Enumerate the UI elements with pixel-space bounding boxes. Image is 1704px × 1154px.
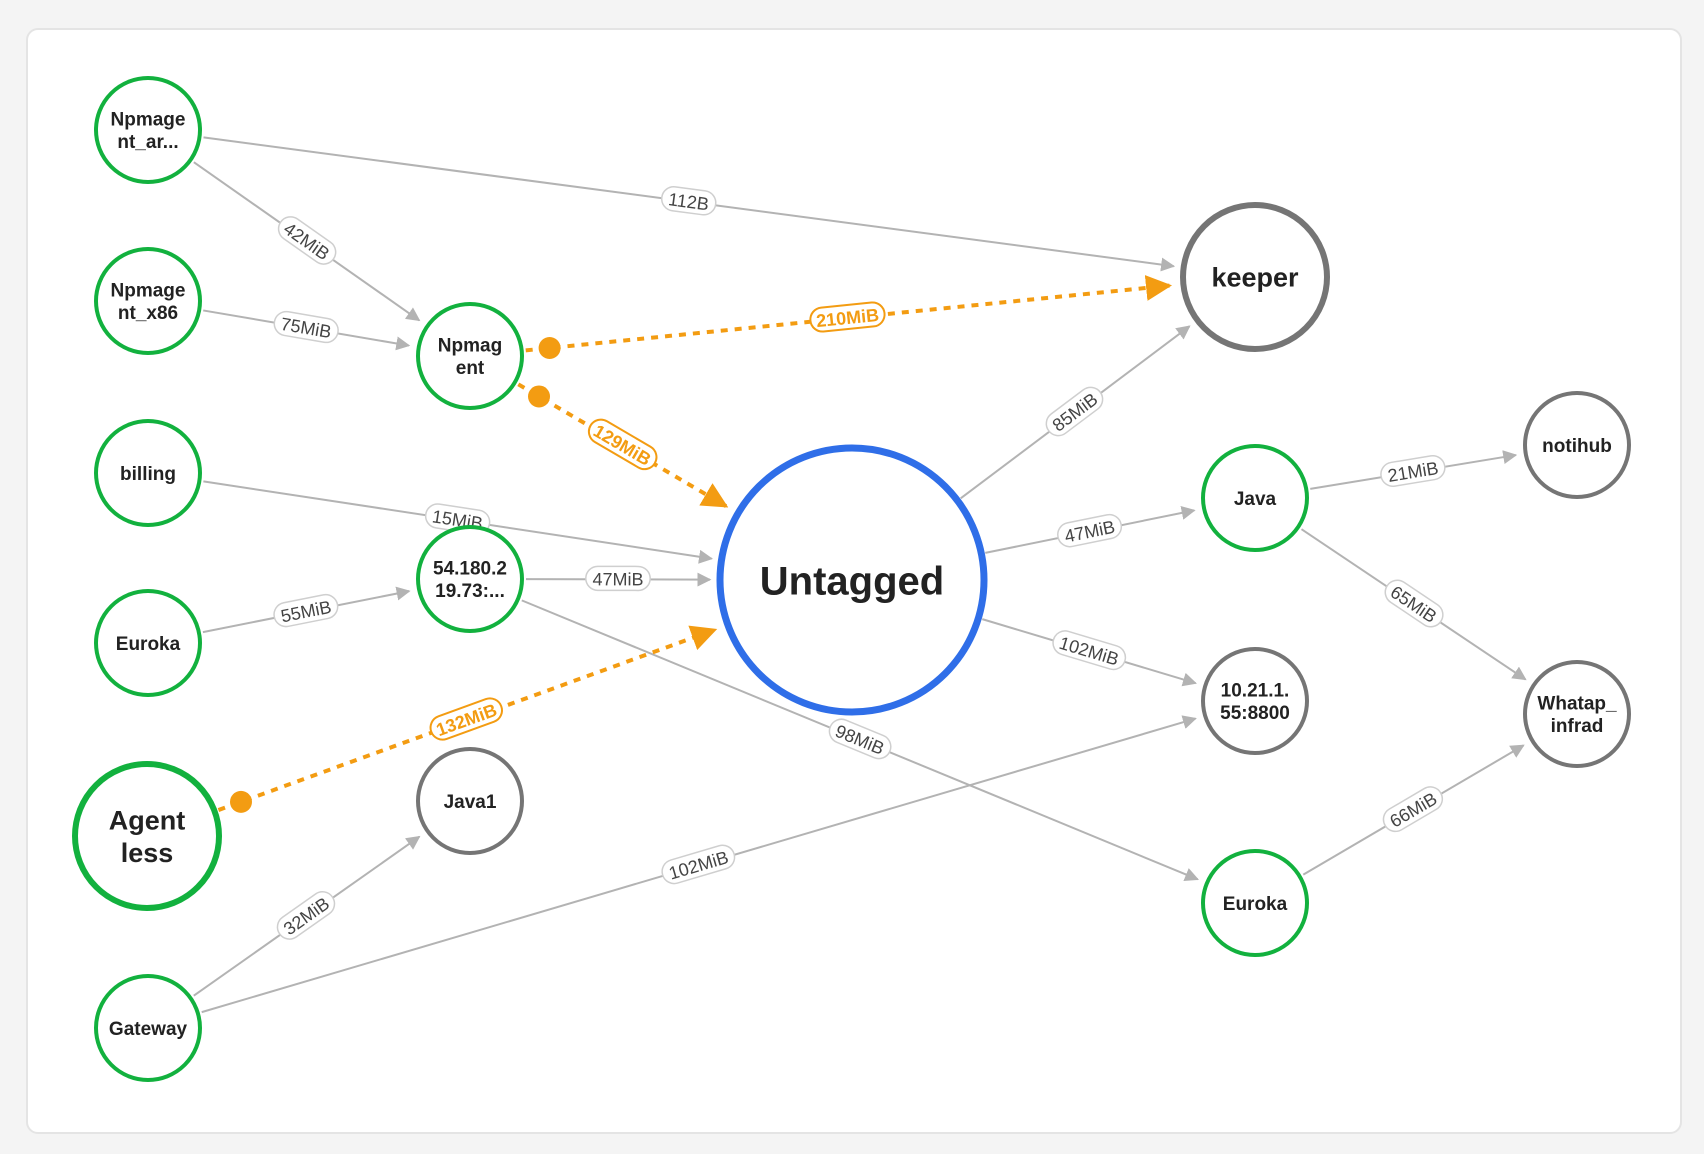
- node-circle[interactable]: [416, 747, 524, 855]
- edge-label-pill: [1384, 579, 1444, 628]
- edge-label-pill: [273, 593, 339, 628]
- node-label: notihub: [1542, 436, 1612, 457]
- edge-label: 47MiB: [585, 565, 651, 592]
- node-label: nt_ar...: [117, 132, 178, 153]
- node-notihub[interactable]: notihub: [1523, 391, 1631, 499]
- node-label: nt_x86: [118, 303, 178, 324]
- node-circle[interactable]: [1201, 647, 1309, 755]
- node-euroka_left[interactable]: Euroka: [94, 589, 202, 697]
- node-billing[interactable]: billing: [94, 419, 202, 527]
- node-label: Untagged: [760, 559, 944, 603]
- node-circle[interactable]: [94, 974, 202, 1082]
- traffic-dot: [229, 790, 252, 813]
- edge-label: 21MiB: [1380, 454, 1446, 488]
- edge-label-pill: [273, 310, 339, 344]
- node-circle[interactable]: [72, 761, 222, 911]
- node-keeper[interactable]: keeper: [1180, 202, 1330, 352]
- traffic-dot: [528, 385, 551, 408]
- edge-label-pill: [587, 418, 658, 471]
- edge-label-pill: [585, 565, 651, 592]
- edge-label-pill: [828, 718, 892, 760]
- node-circle[interactable]: [416, 525, 524, 633]
- edge-label: 66MiB: [1382, 786, 1444, 833]
- edge-label: 32MiB: [276, 891, 336, 940]
- edge-label-pill: [1380, 454, 1446, 488]
- node-label: Npmage: [111, 109, 186, 130]
- node-circle[interactable]: [94, 247, 202, 355]
- node-label: Euroka: [116, 634, 181, 655]
- edge-label: 42MiB: [277, 216, 337, 265]
- node-label: 10.21.1.: [1221, 680, 1290, 701]
- edge-label-pill: [1057, 513, 1123, 548]
- node-circle[interactable]: [1523, 391, 1631, 499]
- node-label: Java: [1234, 489, 1277, 510]
- edge-agentless-to-untagged[interactable]: [217, 625, 718, 812]
- node-label: Gateway: [109, 1019, 188, 1040]
- node-circle[interactable]: [1201, 849, 1309, 957]
- edge-label-pill: [1382, 786, 1444, 833]
- node-label: 55:8800: [1220, 703, 1290, 724]
- edge-label-pill: [809, 301, 886, 333]
- node-label: Java1: [444, 792, 497, 813]
- node-label: 54.180.2: [433, 558, 507, 579]
- edge-label: 65MiB: [1384, 579, 1444, 628]
- node-label: Npmag: [438, 335, 502, 356]
- edge-label: 102MiB: [1052, 630, 1127, 671]
- traffic-dot: [538, 336, 561, 359]
- node-circle[interactable]: [416, 302, 524, 410]
- node-label: 19.73:...: [435, 581, 505, 602]
- edge-label-pill: [277, 216, 337, 265]
- node-label: less: [121, 838, 174, 868]
- node-gateway[interactable]: Gateway: [94, 974, 202, 1082]
- edge-label-pill: [660, 186, 717, 216]
- edge-label: 132MiB: [429, 697, 503, 741]
- node-euroka_right[interactable]: Euroka: [1201, 849, 1309, 957]
- node-circle[interactable]: [94, 589, 202, 697]
- node-label: Agent: [109, 806, 186, 836]
- node-java[interactable]: Java: [1201, 444, 1309, 552]
- node-whatap_infrad[interactable]: Whatap_infrad: [1523, 660, 1631, 768]
- node-circle[interactable]: [94, 76, 202, 184]
- edge-label-pill: [1045, 386, 1104, 437]
- node-label: Euroka: [1223, 894, 1288, 915]
- node-circle[interactable]: [1201, 444, 1309, 552]
- node-untagged[interactable]: Untagged: [716, 444, 988, 716]
- node-npmagent_ar[interactable]: Npmagent_ar...: [94, 76, 202, 184]
- edge-label: 129MiB: [587, 418, 658, 471]
- node-circle[interactable]: [94, 419, 202, 527]
- edge-label: 75MiB: [273, 310, 339, 344]
- node-layer: Npmagent_ar...Npmagent_x86Npmagentbillin…: [72, 76, 1631, 1082]
- node-label: infrad: [1551, 716, 1604, 737]
- edge-label: 55MiB: [273, 593, 339, 628]
- node-label: ent: [456, 358, 485, 379]
- edge-label: 47MiB: [1057, 513, 1123, 548]
- node-ip_54[interactable]: 54.180.219.73:...: [416, 525, 524, 633]
- node-label: Npmage: [111, 280, 186, 301]
- edge-label-text: 47MiB: [592, 569, 643, 589]
- edge-label-pill: [661, 844, 736, 885]
- node-label: keeper: [1211, 263, 1299, 293]
- edge-label: 98MiB: [828, 718, 892, 760]
- node-circle[interactable]: [716, 444, 988, 716]
- edge-label-pill: [429, 697, 503, 741]
- edge-label-pill: [276, 891, 336, 940]
- node-circle[interactable]: [1523, 660, 1631, 768]
- edge-npmagent-to-untagged[interactable]: [517, 382, 729, 508]
- edge-label: 102MiB: [661, 844, 736, 885]
- node-label: billing: [120, 464, 176, 485]
- node-ip_10[interactable]: 10.21.1.55:8800: [1201, 647, 1309, 755]
- node-java1[interactable]: Java1: [416, 747, 524, 855]
- node-circle[interactable]: [1180, 202, 1330, 352]
- edge-label: 112B: [660, 186, 717, 216]
- edge-label: 210MiB: [809, 301, 886, 333]
- node-label: Whatap_: [1537, 693, 1617, 714]
- edge-label-pill: [1052, 630, 1127, 671]
- edge-label: 85MiB: [1045, 386, 1104, 437]
